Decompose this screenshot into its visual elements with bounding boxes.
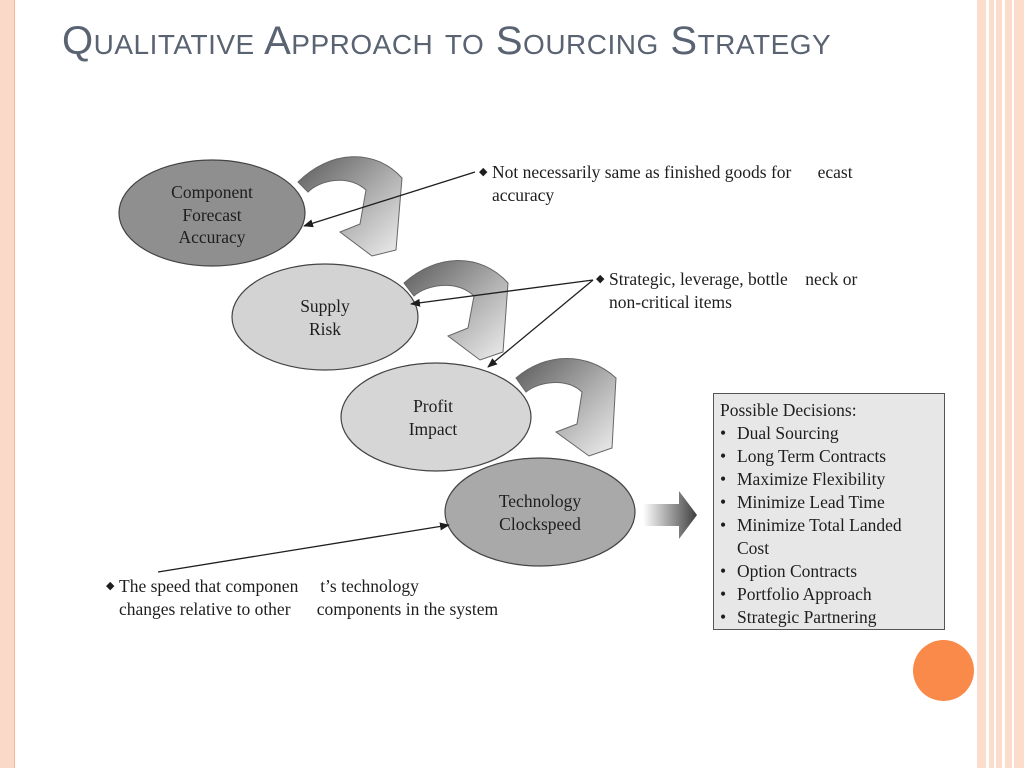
speed-annotation: ◆ The speed that componen t’s technology… — [106, 575, 639, 621]
decisions-list: Dual Sourcing Long Term Contracts Maximi… — [720, 422, 938, 629]
supply-risk-label: Supply Risk — [255, 295, 395, 340]
diamond-bullet-icon: ◆ — [479, 166, 488, 178]
decision-item: Minimize Total Landed Cost — [720, 514, 938, 560]
node-label-line: Component Forecast Accuracy — [171, 182, 253, 247]
technology-clockspeed-label: Technology Clockspeed — [465, 490, 615, 535]
left-border-frame — [0, 0, 15, 768]
right-border-frame — [977, 0, 1024, 768]
supply-risk-ellipse — [231, 263, 419, 371]
decision-item: Minimize Lead Time — [720, 491, 938, 514]
speed-pointer-line — [157, 522, 450, 573]
forecast-annotation-text: Not necessarily same as finished goods f… — [492, 162, 853, 205]
diamond-bullet-icon: ◆ — [596, 273, 605, 285]
forecast-pointer-line — [303, 171, 476, 228]
node-label-line: Profit Impact — [408, 396, 458, 439]
profit-impact-label: Profit Impact — [363, 395, 503, 440]
technology-clockspeed-ellipse — [444, 457, 636, 567]
node-label-line: Supply Risk — [300, 296, 350, 339]
possible-decisions-box: Possible Decisions: Dual Sourcing Long T… — [713, 393, 945, 630]
decisions-heading: Possible Decisions: — [720, 400, 857, 420]
decision-item: Long Term Contracts — [720, 445, 938, 468]
diamond-bullet-icon: ◆ — [106, 580, 115, 592]
strategic-pointer-line — [410, 279, 594, 307]
component-forecast-label: Component Forecast Accuracy — [142, 181, 282, 249]
strategic-pointer-line — [487, 279, 594, 368]
profit-impact-ellipse — [340, 362, 532, 472]
decision-item: Option Contracts — [720, 560, 938, 583]
slide-title: Qualitative Approach to Sourcing Strateg… — [62, 19, 832, 63]
decision-item: Strategic Partnering — [720, 606, 938, 629]
curved-flow-arrow — [297, 156, 403, 257]
decision-item: Maximize Flexibility — [720, 468, 938, 491]
orange-circle-decoration — [913, 640, 974, 701]
strategic-annotation-text: Strategic, leverage, bottle neck or non-… — [609, 269, 858, 312]
curved-flow-arrow — [515, 358, 617, 457]
node-label-line: Technology Clockspeed — [498, 491, 582, 534]
decision-item: Portfolio Approach — [720, 583, 938, 606]
component-forecast-ellipse — [118, 159, 306, 267]
forecast-annotation: ◆ Not necessarily same as finished goods… — [479, 161, 932, 207]
decisions-right-arrow — [643, 491, 697, 539]
curved-flow-arrow — [403, 260, 509, 361]
strategic-annotation: ◆ Strategic, leverage, bottle neck or no… — [596, 268, 939, 314]
speed-annotation-text: The speed that componen t’s technology c… — [119, 576, 499, 619]
decision-item: Dual Sourcing — [720, 422, 938, 445]
